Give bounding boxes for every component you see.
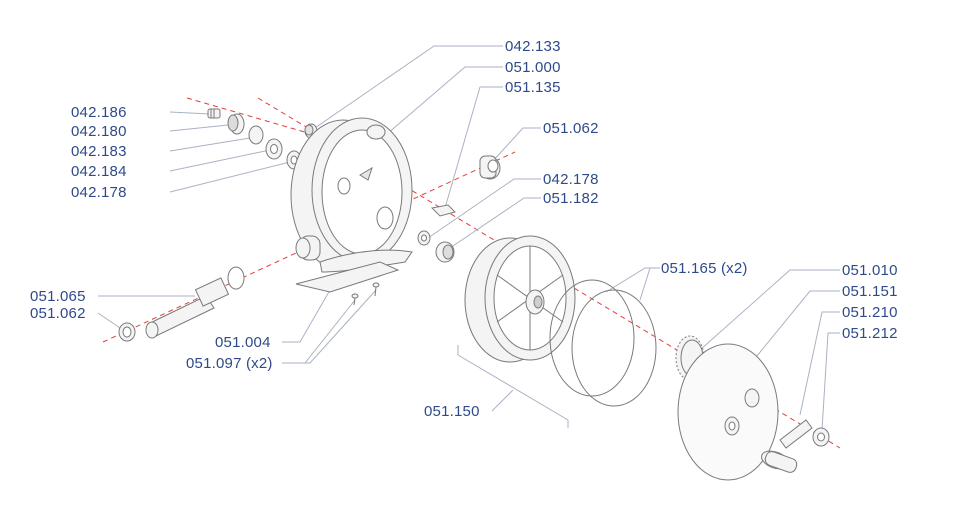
label-051-212: 051.212 [842, 325, 898, 342]
leader-051-210 [799, 311, 840, 416]
washer-042-178-mid [417, 230, 431, 246]
label-051-150: 051.150 [424, 403, 480, 420]
frame-051-000 [290, 117, 413, 293]
leader-051-062-left [97, 312, 121, 329]
spindle-051-065 [145, 266, 245, 339]
label-051-000: 051.000 [505, 59, 561, 76]
label-051-010: 051.010 [842, 262, 898, 279]
screws-051-097 [351, 282, 380, 306]
bearing-051-182 [435, 241, 455, 263]
leader-042-183 [169, 137, 251, 152]
leader-042-133 [311, 45, 503, 131]
leader-051-062-top [491, 127, 541, 163]
leader-lines [97, 45, 840, 431]
leader-051-212 [821, 332, 840, 431]
plate-051-151 [677, 343, 779, 481]
nut-051-212 [812, 427, 830, 447]
spool-051-150 [464, 235, 576, 363]
label-051-151: 051.151 [842, 283, 898, 300]
parts [118, 108, 830, 481]
knurled-nut-042-180 [227, 113, 245, 135]
leader-051-135 [444, 86, 503, 209]
leader-051-150-bracket [457, 345, 569, 428]
label-042-186: 042.186 [71, 104, 127, 121]
label-051-165: 051.165 (x2) [661, 260, 748, 277]
label-042-178-mid: 042.178 [543, 171, 599, 188]
leader-051-165-b [639, 267, 660, 301]
bushing-051-062-top [479, 155, 501, 180]
label-051-065: 051.065 [30, 288, 86, 305]
leader-042-184 [169, 149, 271, 172]
front-screw-042-186 [207, 108, 221, 119]
leader-051-151 [751, 290, 840, 363]
leader-051-150 [491, 389, 514, 412]
label-042-183: 042.183 [71, 143, 127, 160]
label-051-210: 051.210 [842, 304, 898, 321]
washer-042-184 [265, 138, 283, 160]
label-051-062-top: 051.062 [543, 120, 599, 137]
clip-051-135 [430, 204, 456, 217]
leader-051-004 [282, 289, 331, 343]
leader-051-182 [446, 197, 541, 251]
handle-051-210 [761, 419, 813, 473]
label-042-133: 042.133 [505, 38, 561, 55]
leader-042-186 [169, 111, 211, 115]
label-042-184: 042.184 [71, 163, 127, 180]
axis-front-screw [186, 97, 323, 138]
label-051-135: 051.135 [505, 79, 561, 96]
leader-042-178-mid [427, 178, 541, 239]
label-051-182: 051.182 [543, 190, 599, 207]
leader-051-010 [699, 269, 840, 351]
leader-051-097-b [282, 289, 377, 364]
leader-051-000 [379, 66, 503, 141]
label-051-097: 051.097 (x2) [186, 355, 273, 372]
rings-051-165 [549, 279, 657, 407]
leader-042-178-left [169, 161, 291, 193]
label-042-180: 042.180 [71, 123, 127, 140]
label-042-178-left: 042.178 [71, 184, 127, 201]
label-051-062-left: 051.062 [30, 305, 86, 322]
leader-042-180 [169, 124, 229, 132]
washer-042-183 [248, 125, 264, 145]
label-051-004: 051.004 [215, 334, 271, 351]
bushing-051-062-left [118, 322, 136, 342]
